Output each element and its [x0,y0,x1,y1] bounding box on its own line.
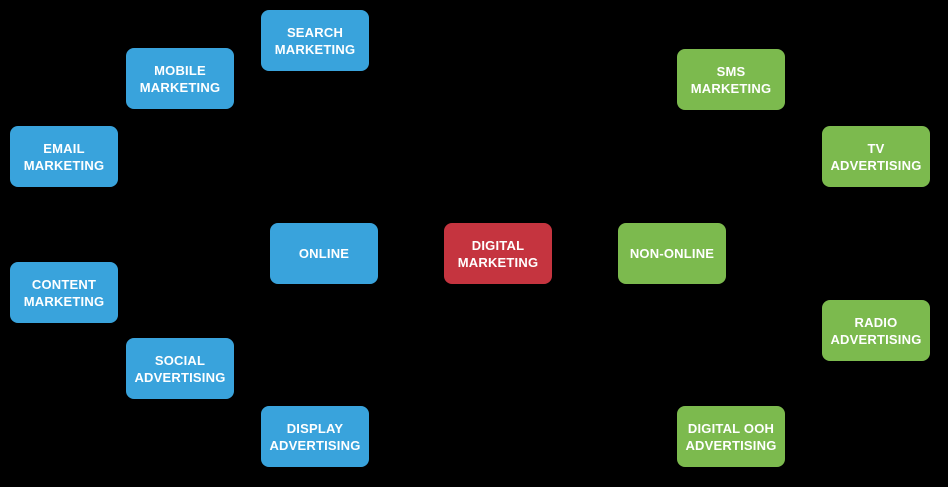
node-label: CONTENT MARKETING [23,276,105,309]
connector-nononline-ooh [667,280,732,410]
node-label: TV ADVERTISING [830,140,922,173]
node-label: ONLINE [298,246,350,261]
node-content-marketing[interactable]: CONTENT MARKETING [10,262,118,323]
node-mobile-marketing[interactable]: MOBILE MARKETING [126,48,234,109]
connector-online-email [114,156,274,251]
node-label: SEARCH MARKETING [274,24,356,57]
node-display-advertising[interactable]: DISPLAY ADVERTISING [261,406,369,467]
connector-online-content [114,256,274,293]
connector-online-search [314,67,325,227]
node-online[interactable]: ONLINE [270,223,378,284]
node-digital-marketing[interactable]: DIGITAL MARKETING [444,223,552,284]
node-label: EMAIL MARKETING [23,140,105,173]
node-radio-advertising[interactable]: RADIO ADVERTISING [822,300,930,361]
node-label: MOBILE MARKETING [139,62,221,95]
connector-online-mobile [179,105,278,228]
node-label: RADIO ADVERTISING [830,314,922,347]
connector-nononline-radio [722,257,826,331]
node-search-marketing[interactable]: SEARCH MARKETING [261,10,369,71]
connector-nononline-tv [722,156,826,249]
node-tv-advertising[interactable]: TV ADVERTISING [822,126,930,187]
node-label: SOCIAL ADVERTISING [134,352,226,385]
node-digital-ooh-advertising[interactable]: DIGITAL OOH ADVERTISING [677,406,785,467]
node-sms-marketing[interactable]: SMS MARKETING [677,49,785,110]
node-label: DIGITAL MARKETING [457,237,539,270]
node-label: NON-ONLINE [629,246,715,261]
node-non-online[interactable]: NON-ONLINE [618,223,726,284]
connector-online-social [179,279,278,342]
node-label: DISPLAY ADVERTISING [269,420,361,453]
connector-nononline-sms [667,106,732,227]
node-email-marketing[interactable]: EMAIL MARKETING [10,126,118,187]
node-label: DIGITAL OOH ADVERTISING [685,420,777,453]
connector-online-display [314,280,325,410]
node-social-advertising[interactable]: SOCIAL ADVERTISING [126,338,234,399]
node-label: SMS MARKETING [690,63,772,96]
